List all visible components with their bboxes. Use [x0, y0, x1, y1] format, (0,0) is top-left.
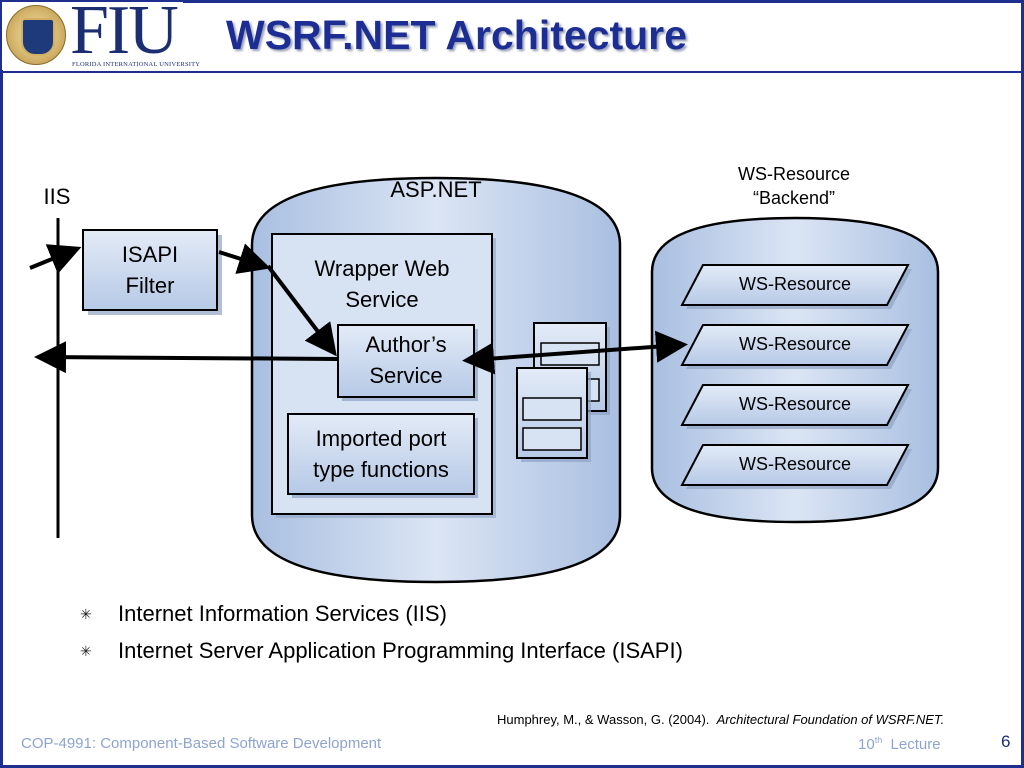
- bullet-item: ✳ Internet Information Services (IIS): [80, 597, 683, 634]
- arrow-wrapper-to-author: [266, 264, 337, 357]
- university-seal-icon: [6, 5, 66, 65]
- slide-title: WSRF.NET Architecture: [226, 12, 687, 58]
- fiu-logo: FIU FLORIDA INTERNATIONAL UNIVERSITY: [2, 0, 200, 70]
- authors-service-line2: Service: [369, 363, 442, 388]
- ws-resource-label: WS-Resource: [739, 454, 851, 474]
- iis-label: IIS: [44, 184, 71, 209]
- citation-title: Architectural Foundation of WSRF.NET.: [716, 712, 945, 727]
- ws-resource-item: WS-Resource: [680, 264, 912, 309]
- imported-port-line2: type functions: [313, 457, 449, 482]
- bullet-text: Internet Server Application Programming …: [118, 638, 683, 663]
- imported-port-line1: Imported port: [316, 426, 447, 451]
- footer-lecture: 10th Lecture: [858, 735, 941, 753]
- backend-label-line2: “Backend”: [753, 188, 835, 208]
- isapi-filter-box: ISAPI Filter: [82, 229, 222, 315]
- ws-resource-item: WS-Resource: [680, 324, 912, 369]
- logo-subtext: FLORIDA INTERNATIONAL UNIVERSITY: [72, 61, 201, 68]
- footer-course: COP-4991: Component-Based Software Devel…: [21, 735, 382, 752]
- logo-wordmark: FIU: [70, 0, 179, 69]
- ws-resource-label: WS-Resource: [739, 334, 851, 354]
- lecture-word: Lecture: [890, 736, 941, 753]
- isapi-filter-line1: ISAPI: [122, 242, 178, 267]
- wrapper-web-service-line2: Service: [345, 287, 418, 312]
- citation: Humphrey, M., & Wasson, G. (2004). Archi…: [497, 712, 944, 727]
- bullet-icon: ✳: [80, 606, 92, 622]
- authors-service-box: Author’s Service: [337, 324, 478, 401]
- ws-resource-label: WS-Resource: [739, 394, 851, 414]
- arrow-isapi-to-wrapper: [218, 243, 271, 274]
- lecture-suffix: th: [874, 735, 883, 745]
- imported-port-box: Imported port type functions: [287, 413, 478, 498]
- aspnet-label: ASP.NET: [390, 177, 481, 202]
- bullet-list: ✳ Internet Information Services (IIS) ✳ In…: [80, 597, 683, 671]
- bullet-item: ✳ Internet Server Application Programming…: [80, 634, 683, 671]
- isapi-filter-line2: Filter: [126, 273, 175, 298]
- arrow-iis-to-isapi: [29, 244, 82, 274]
- wrapper-web-service-line1: Wrapper Web: [315, 256, 450, 281]
- header-divider: [3, 71, 1021, 73]
- citation-authors: Humphrey, M., & Wasson, G. (2004).: [497, 712, 710, 727]
- ws-resource-item: WS-Resource: [680, 384, 912, 429]
- authors-service-line1: Author’s: [365, 332, 446, 357]
- backend-label-line1: WS-Resource: [738, 164, 850, 184]
- lecture-number: 10: [858, 736, 875, 753]
- arrow-author-to-ws-resource: [462, 330, 688, 375]
- bullet-text: Internet Information Services (IIS): [118, 601, 447, 626]
- arrow-author-to-iis: [34, 341, 339, 374]
- bullet-icon: ✳: [80, 643, 92, 659]
- page-number: 6: [1001, 732, 1011, 751]
- ws-resource-item: WS-Resource: [680, 444, 912, 489]
- ws-resource-label: WS-Resource: [739, 274, 851, 294]
